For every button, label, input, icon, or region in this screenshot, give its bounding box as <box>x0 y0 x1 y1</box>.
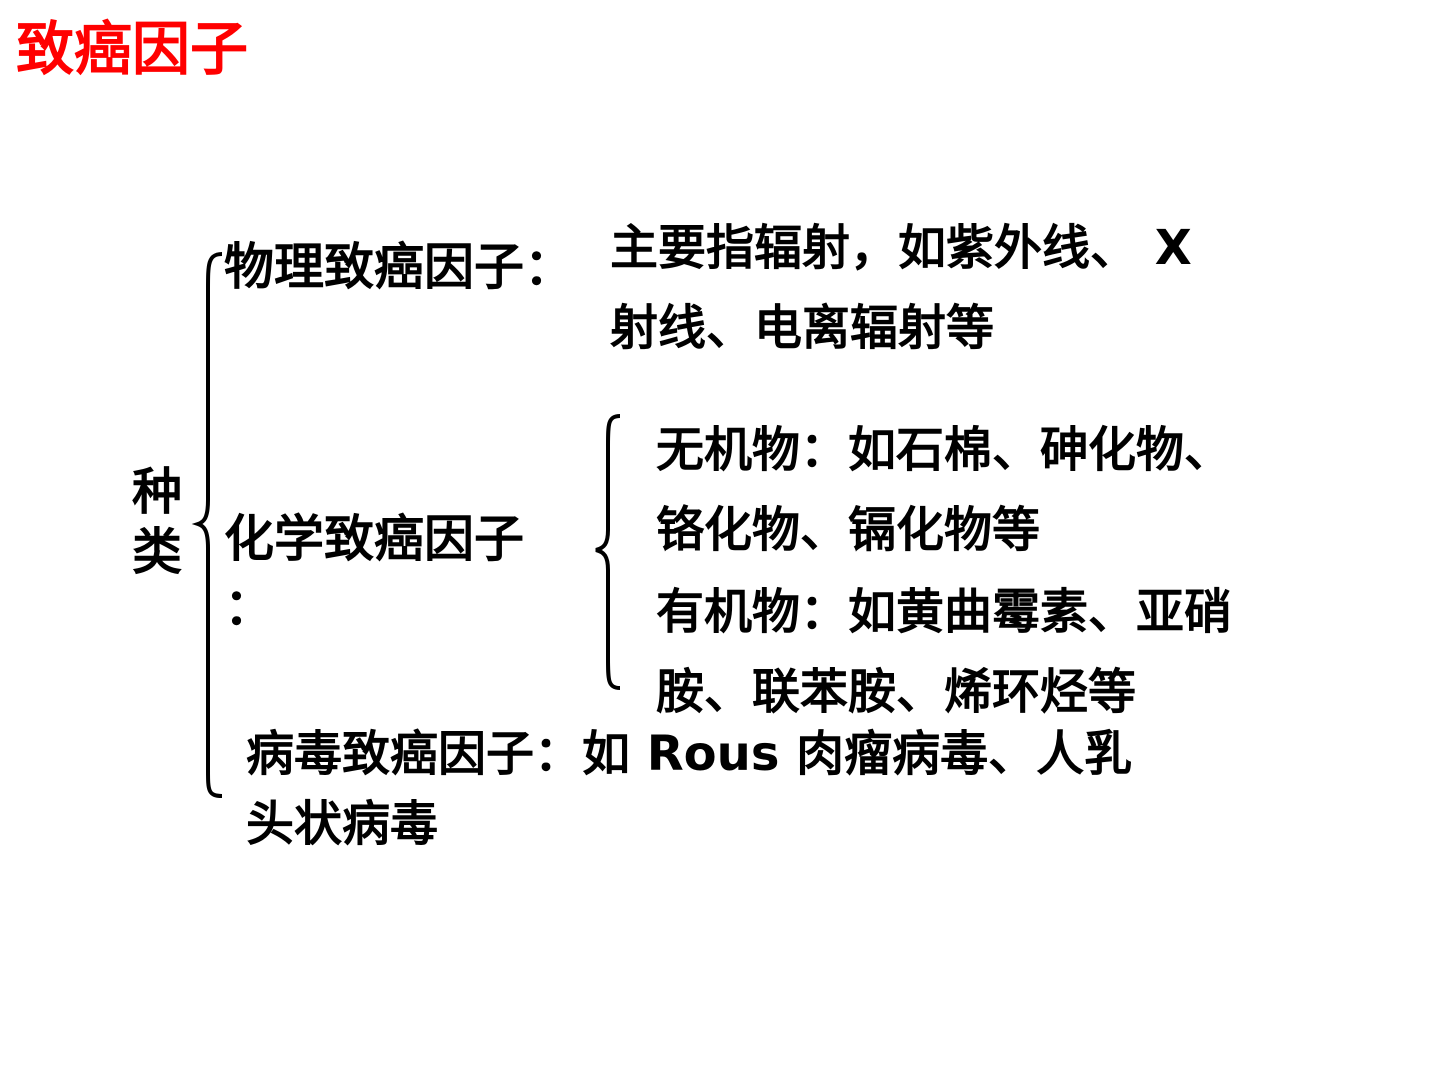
organic-line1: 有机物：如黄曲霉素、亚硝 <box>656 584 1233 640</box>
chemical-brace <box>595 414 621 690</box>
page-title: 致癌因子 <box>16 15 249 83</box>
organic-line2: 胺、联苯胺、烯环烃等 <box>656 664 1137 720</box>
physical-label: 物理致癌因子： <box>224 238 574 296</box>
viral-line2: 头状病毒 <box>246 796 439 852</box>
physical-desc-line2: 射线、电离辐射等 <box>610 300 995 356</box>
inorganic-line2: 铬化物、镉化物等 <box>656 502 1041 558</box>
viral-line1: 病毒致癌因子：如 Rous 肉瘤病毒、人乳 <box>246 726 1133 782</box>
chemical-label-colon: ： <box>224 578 274 636</box>
chemical-label: 化学致癌因子 <box>224 510 524 568</box>
main-brace <box>191 252 223 798</box>
inorganic-line1: 无机物：如石棉、砷化物、 <box>656 422 1233 478</box>
physical-desc-line1: 主要指辐射，如紫外线、 X <box>610 220 1192 276</box>
category-label: 种类 <box>132 463 182 581</box>
